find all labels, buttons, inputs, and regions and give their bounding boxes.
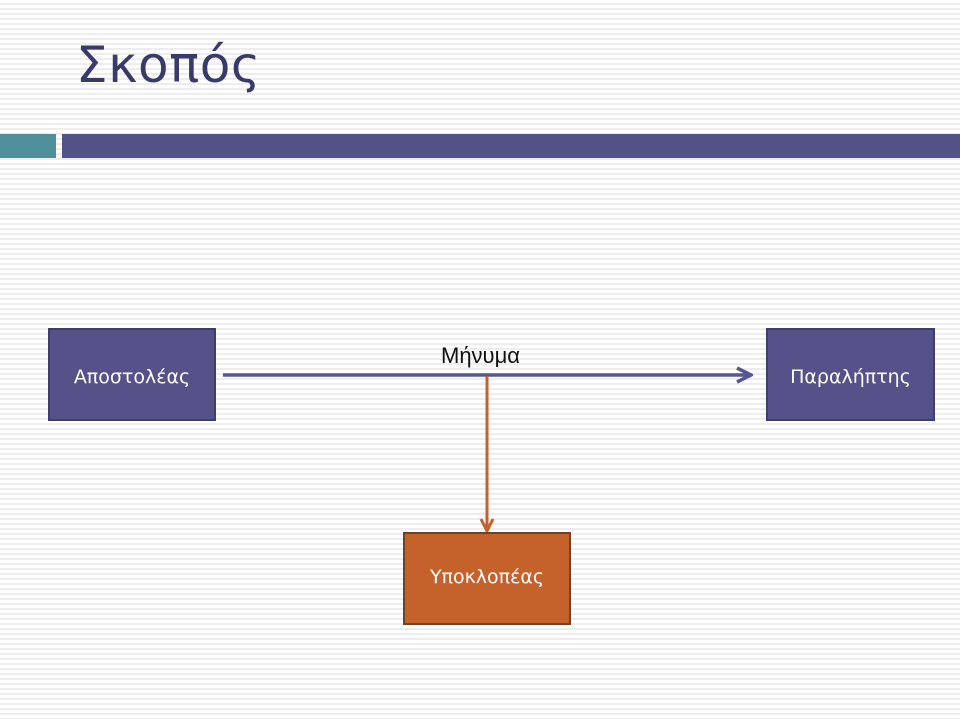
interceptor-node: Υποκλοπέας bbox=[403, 532, 571, 625]
receiver-node: Παραλήπτης bbox=[766, 328, 935, 421]
slide-title: Σκοπός bbox=[76, 36, 261, 94]
sender-label: Αποστολέας bbox=[73, 365, 191, 388]
interceptor-label: Υποκλοπέας bbox=[429, 565, 545, 588]
receiver-label: Παραλήπτης bbox=[790, 365, 911, 388]
title-accent-bar bbox=[62, 134, 960, 158]
title-accent-square bbox=[0, 134, 56, 158]
message-label: Μήνυμα bbox=[441, 343, 520, 368]
sender-node: Αποστολέας bbox=[48, 328, 216, 421]
